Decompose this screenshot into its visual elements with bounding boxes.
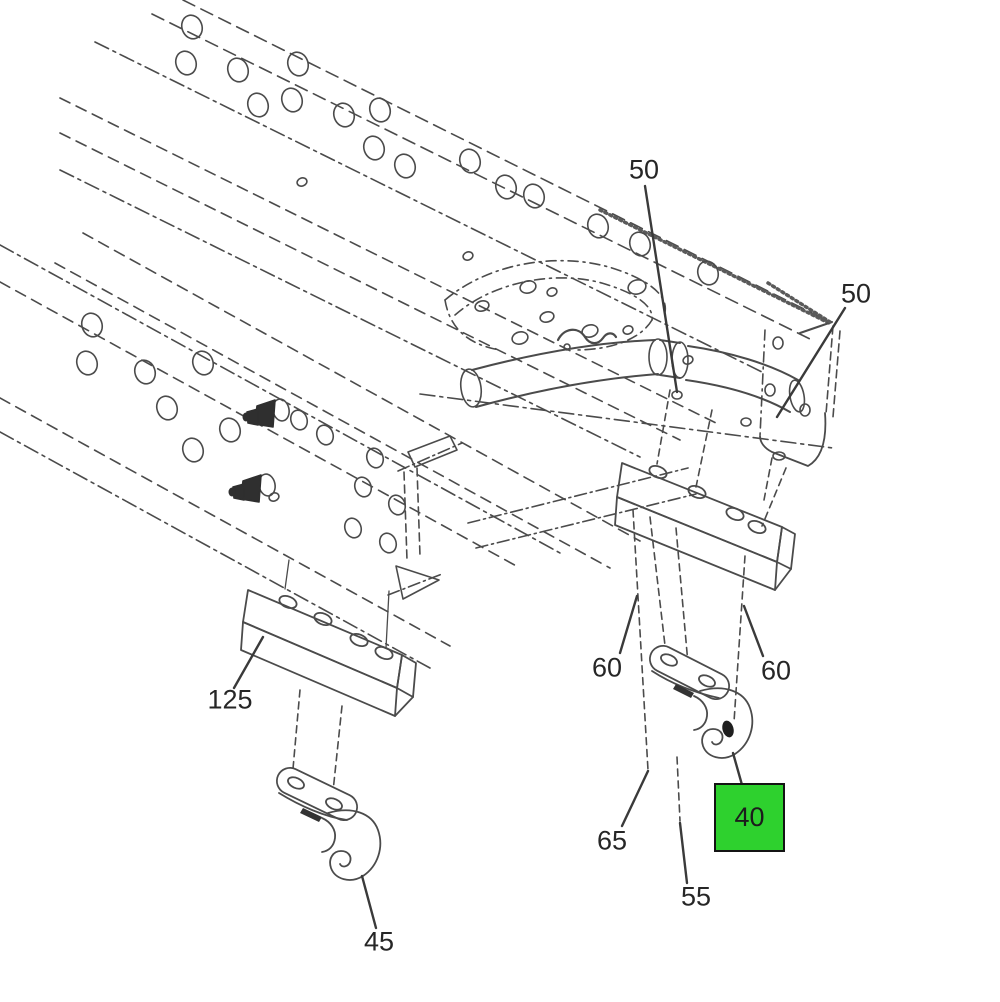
callout-125: 125 <box>207 684 253 715</box>
leader-lines <box>232 184 847 930</box>
rail-top-holes <box>174 14 720 365</box>
spacer-block-left <box>240 589 417 717</box>
spacer-block-right <box>614 462 796 591</box>
tow-hook-right <box>649 645 754 759</box>
callout-40-label: 40 <box>734 802 765 832</box>
bolt-upper <box>242 398 290 428</box>
callout-50-top: 50 <box>628 154 660 185</box>
end-bracket <box>759 281 841 467</box>
hook-right-hole <box>722 720 734 738</box>
callout-55: 55 <box>680 881 712 912</box>
leader-45 <box>360 874 378 930</box>
hook-right-slot <box>673 684 694 698</box>
frame-rail-left <box>0 232 641 669</box>
frame-rail-top <box>59 0 831 458</box>
leader-125 <box>232 635 265 690</box>
hook-left-slot <box>300 808 322 822</box>
leader-55 <box>678 821 689 885</box>
leader-60-left <box>618 594 639 655</box>
leader-65 <box>620 769 650 828</box>
cross-tube <box>459 338 806 413</box>
rail-left-end-flange <box>387 435 463 600</box>
callout-65: 65 <box>596 825 628 856</box>
highlighted-callout-40[interactable]: 40 <box>714 783 785 852</box>
projection-lines <box>284 389 787 822</box>
tow-hook-left <box>276 767 382 881</box>
callout-50-right: 50 <box>840 278 872 309</box>
leader-50-top <box>643 184 679 394</box>
leader-60-right <box>742 604 765 658</box>
mounting-bolts <box>228 398 290 503</box>
callout-45: 45 <box>363 926 395 957</box>
bolt-lower <box>228 473 276 503</box>
rail-left-holes <box>75 312 407 554</box>
callout-60-right: 60 <box>760 655 792 686</box>
callout-60-left: 60 <box>591 652 623 683</box>
leader-50-right <box>775 306 847 419</box>
